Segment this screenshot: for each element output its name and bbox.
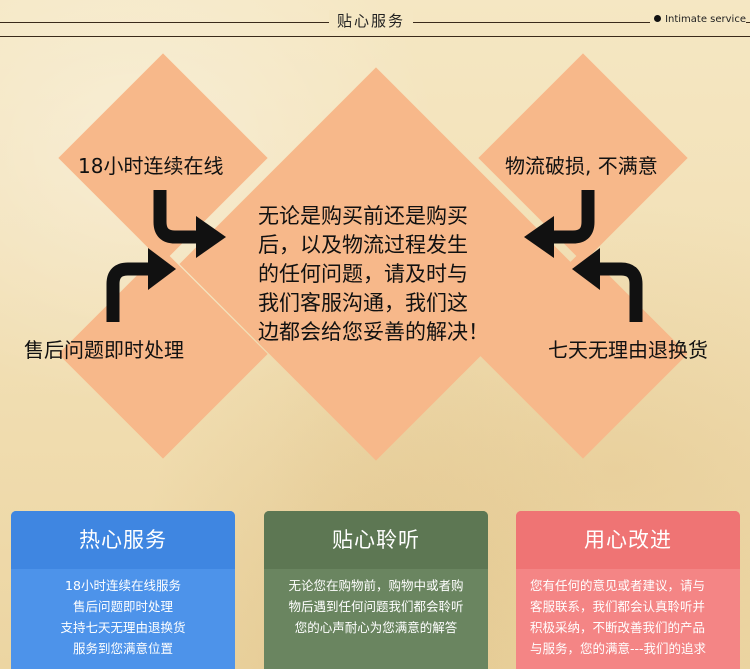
arrow-head-top-right bbox=[524, 216, 554, 258]
card-line: 客服联系，我们都会认真聆听并 bbox=[530, 599, 706, 614]
center-line: 无论是购买前还是购买 bbox=[258, 204, 468, 228]
arrow-head-bottom-right bbox=[572, 248, 600, 290]
card-body: 您有任何的意见或者建议，请与 客服联系，我们都会认真聆听并 积极采纳，不断改善我… bbox=[516, 569, 740, 669]
card-line: 无论您在购物前，购物中或者购 bbox=[288, 578, 464, 593]
card-line: 物后遇到任何问题我们都会聆听 bbox=[288, 599, 464, 614]
arrow-head-bottom-left bbox=[148, 248, 176, 290]
bullet-icon bbox=[654, 15, 662, 22]
label-aftersale: 售后问题即时处理 bbox=[24, 338, 184, 362]
header-rule-bottom bbox=[0, 36, 750, 37]
card-line: 您有任何的意见或者建议，请与 bbox=[530, 578, 706, 593]
card-title: 用心改进 bbox=[516, 511, 740, 569]
card-attentive-listening: 贴心聆听 无论您在购物前，购物中或者购 物后遇到任何问题我们都会聆听 您的心声耐… bbox=[264, 511, 488, 669]
card-line: 18小时连续在线服务 bbox=[65, 578, 181, 593]
card-warm-service: 热心服务 18小时连续在线服务 售后问题即时处理 支持七天无理由退换货 服务到您… bbox=[11, 511, 235, 669]
card-body: 无论您在购物前，购物中或者购 物后遇到任何问题我们都会聆听 您的心声耐心为您满意… bbox=[264, 569, 488, 669]
section-tag: Intimate service bbox=[650, 14, 746, 25]
label-online: 18小时连续在线 bbox=[78, 154, 224, 178]
card-line: 积极采纳，不断改善我们的产品 bbox=[530, 620, 706, 635]
card-improvement: 用心改进 您有任何的意见或者建议，请与 客服联系，我们都会认真聆听并 积极采纳，… bbox=[516, 511, 740, 669]
center-line: 我们客服沟通，我们这 bbox=[258, 291, 468, 315]
card-line: 您的心声耐心为您满意的解答 bbox=[294, 620, 458, 635]
arrow-top-right bbox=[550, 190, 595, 244]
arrow-top-left bbox=[153, 190, 200, 244]
card-line: 支持七天无理由退换货 bbox=[60, 620, 186, 635]
card-line: 售后问题即时处理 bbox=[72, 599, 173, 614]
label-logistics: 物流破损, 不满意 bbox=[505, 154, 658, 178]
card-line: 与服务，您的满意---我们的追求 bbox=[530, 641, 707, 656]
card-title: 热心服务 bbox=[11, 511, 235, 569]
card-line: 服务到您满意位置 bbox=[72, 641, 173, 656]
label-return: 七天无理由退换货 bbox=[548, 338, 708, 362]
center-line: 的任何问题，请及时与 bbox=[258, 262, 468, 286]
section-title: 贴心服务 bbox=[329, 10, 414, 31]
arrow-head-top-left bbox=[196, 216, 226, 258]
center-line: 后，以及物流过程发生 bbox=[258, 233, 468, 257]
arrow-bottom-left bbox=[106, 262, 152, 322]
center-message: 无论是购买前还是购买 后，以及物流过程发生 的任何问题，请及时与 我们客服沟通，… bbox=[258, 202, 508, 347]
card-body: 18小时连续在线服务 售后问题即时处理 支持七天无理由退换货 服务到您满意位置 bbox=[11, 569, 235, 669]
arrow-bottom-right bbox=[596, 262, 643, 322]
center-line: 边都会给您妥善的解决！ bbox=[258, 320, 489, 344]
section-tag-text: Intimate service bbox=[665, 14, 746, 25]
card-title: 贴心聆听 bbox=[264, 511, 488, 569]
